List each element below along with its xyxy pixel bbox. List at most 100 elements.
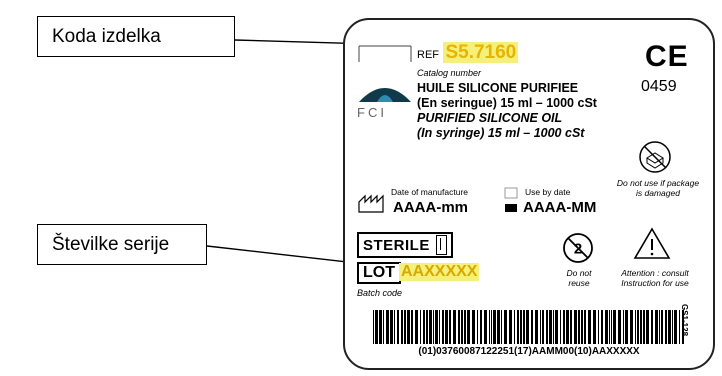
barcode-bar <box>574 310 577 344</box>
barcode-bar <box>501 310 502 344</box>
manufacture-value: AAAA-mm <box>393 199 468 216</box>
barcode-bar <box>609 310 610 344</box>
barcode-bar <box>504 310 507 344</box>
barcode-bar <box>598 310 599 344</box>
barcode-bar <box>665 310 667 344</box>
barcode-bar <box>523 310 525 344</box>
barcode-bar <box>433 310 434 344</box>
barcode-bar <box>623 310 624 344</box>
product-name-fr-2: (En seringue) 15 ml – 1000 cSt <box>417 96 597 110</box>
barcode-bar <box>423 310 425 344</box>
barcode-bar <box>566 310 569 344</box>
sterile-label: STERILE <box>363 236 430 254</box>
barcode-bar <box>640 310 642 344</box>
logo-eye-icon <box>358 45 412 102</box>
barcode-bar <box>535 310 538 344</box>
barcode-bar <box>661 310 663 344</box>
barcode-bar <box>651 310 653 344</box>
barcode-bar <box>646 310 649 344</box>
barcode-bar <box>461 310 463 344</box>
barcode-bar <box>555 310 558 344</box>
ref-value: S5.7160 <box>443 42 519 63</box>
barcode-bar <box>553 310 554 344</box>
barcode-bar <box>493 310 496 344</box>
barcode-bar <box>509 310 512 344</box>
barcode-bar <box>531 310 533 344</box>
ref-symbol: REF <box>417 49 439 61</box>
lot-box: LOT <box>357 262 401 284</box>
barcode-bar <box>407 310 410 344</box>
barcode-bar <box>682 310 684 344</box>
catalog-caption: Catalog number <box>417 68 482 78</box>
barcode-bar <box>453 310 456 344</box>
barcode-bar <box>375 310 378 344</box>
product-description: HUILE SILICONE PURIFIEE (En seringue) 15… <box>417 81 597 141</box>
barcode-bar <box>489 310 490 344</box>
do-not-reuse-icon: 2 <box>563 233 593 263</box>
barcode-bar <box>480 310 482 344</box>
barcode-bar <box>563 310 565 344</box>
ref-block: REF S5.7160 <box>417 42 519 64</box>
barcode-bar <box>514 310 515 344</box>
damaged-warning: Do not use if package is damaged <box>616 178 700 198</box>
notified-body-number: 0459 <box>641 78 677 95</box>
barcode-bar <box>549 310 552 344</box>
barcode-bar <box>674 310 677 344</box>
side-code: GS1-128 <box>680 304 689 337</box>
barcode-bar <box>605 310 608 344</box>
product-code-callout: Koda izdelka <box>37 16 235 57</box>
product-name-en-2: (In syringe) 15 ml – 1000 cSt <box>417 126 585 140</box>
barcode-bar <box>497 310 500 344</box>
barcode-bar <box>570 310 572 344</box>
barcode-bar <box>429 310 432 344</box>
product-code-callout-text: Koda izdelka <box>52 25 161 47</box>
hourglass-icon <box>504 187 518 212</box>
barcode-bar <box>618 310 621 344</box>
barcode-bar <box>491 310 492 344</box>
barcode-bar <box>630 310 633 344</box>
logo-text: FCI <box>357 105 387 120</box>
manufacture-caption: Date of manufacture <box>391 187 469 197</box>
consult-caption: Attention : consult Instruction for use <box>621 268 689 288</box>
damaged-package-icon <box>639 141 671 173</box>
batch-caption: Batch code <box>357 288 403 298</box>
barcode-bar <box>442 310 444 344</box>
barcode-bar <box>672 310 673 344</box>
barcode-bar <box>542 310 544 344</box>
barcode-bar <box>383 310 384 344</box>
no-reuse-caption: Do not reuse <box>566 268 592 288</box>
barcode-bar <box>390 310 393 344</box>
barcode-bar <box>439 310 440 344</box>
barcode-bar <box>520 310 522 344</box>
barcode-bar <box>379 310 382 344</box>
barcode-bar <box>659 310 660 344</box>
barcode-bar <box>373 310 374 344</box>
barcode-bar <box>679 310 680 344</box>
barcode-bar <box>467 310 470 344</box>
barcode-text: (01)03760087122251(17)AAMM00(10)AAXXXXX <box>418 346 640 357</box>
use-by-caption: Use by date <box>525 187 571 197</box>
barcode-bar <box>386 310 389 344</box>
barcode-bar <box>581 310 583 344</box>
barcode-bar <box>449 310 451 344</box>
sterile-box: STERILE <box>357 232 453 258</box>
barcode-bar <box>415 310 418 344</box>
barcode-bar <box>472 310 475 344</box>
manufacturer-logo: FCI <box>357 44 413 120</box>
barcode-bar <box>593 310 596 344</box>
barcode-bar <box>426 310 428 344</box>
barcode-bar <box>584 310 586 344</box>
use-by-value: AAAA-MM <box>523 199 597 216</box>
batch-number-callout-text: Številke serije <box>52 233 170 255</box>
barcode-bar <box>643 310 645 344</box>
barcode-bar <box>625 310 628 344</box>
barcode <box>373 310 684 344</box>
barcode-bar <box>611 310 612 344</box>
barcode-bar <box>517 310 519 344</box>
barcode-bar <box>404 310 406 344</box>
barcode-bar <box>560 310 561 344</box>
warning-triangle-icon <box>633 227 671 259</box>
barcode-bar <box>613 310 616 344</box>
barcode-bar <box>401 310 403 344</box>
barcode-bar <box>601 310 603 344</box>
